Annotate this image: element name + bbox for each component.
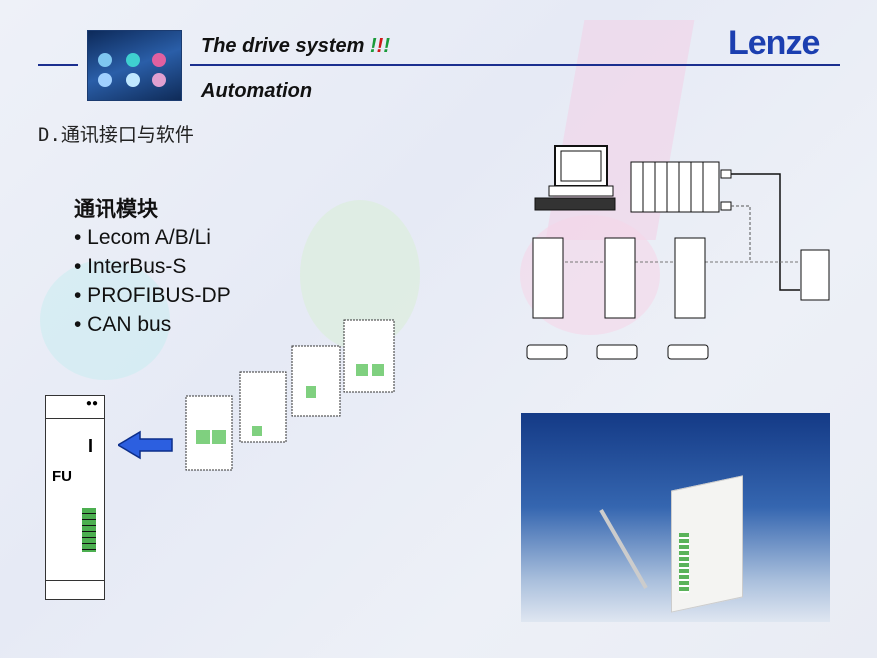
header-line-left bbox=[38, 64, 78, 66]
bg-shape-cyan bbox=[40, 260, 170, 380]
header-image bbox=[87, 30, 182, 101]
fu-mark: I bbox=[88, 436, 94, 456]
module-heading: 通讯模块 bbox=[74, 196, 158, 221]
header-line-right bbox=[190, 64, 840, 66]
computer-icon bbox=[534, 145, 616, 211]
fu-unit: ●● I FU bbox=[45, 395, 105, 600]
page-title: The drive system !!! bbox=[201, 35, 390, 58]
product-photo bbox=[521, 413, 830, 622]
module-item: • CAN bus bbox=[74, 313, 172, 336]
fu-label: FU bbox=[52, 468, 72, 485]
drive-terminals bbox=[679, 533, 689, 593]
drive-unit-icon bbox=[532, 237, 706, 319]
module-item: • PROFIBUS-DP bbox=[74, 284, 231, 307]
page-subtitle: Automation bbox=[201, 80, 313, 102]
title-bang-3: ! bbox=[383, 35, 390, 57]
arrow-left-icon bbox=[118, 430, 173, 460]
module-item: • Lecom A/B/Li bbox=[74, 226, 211, 249]
brand-logo: Lenze bbox=[728, 24, 820, 62]
module-item: • InterBus-S bbox=[74, 255, 187, 278]
fu-dots: ●● bbox=[85, 398, 98, 409]
bus-terminal-icon bbox=[800, 249, 830, 301]
connector-icon bbox=[720, 169, 732, 211]
title-text: The drive system bbox=[201, 35, 370, 57]
title-bang-1: ! bbox=[369, 35, 377, 57]
plc-rack-icon bbox=[630, 161, 720, 213]
title-bang-2: ! bbox=[376, 35, 384, 57]
motor-icon bbox=[526, 344, 709, 360]
section-title: D.通讯接口与软件 bbox=[38, 124, 194, 146]
module-cards bbox=[185, 319, 395, 471]
drive-cable bbox=[599, 509, 648, 589]
module-list: 通讯模块 • Lecom A/B/Li • InterBus-S • PROFI… bbox=[74, 194, 231, 339]
fu-divider bbox=[46, 418, 104, 419]
fu-terminal-block bbox=[82, 508, 96, 552]
fu-divider bbox=[46, 580, 104, 581]
network-diagram bbox=[526, 145, 830, 360]
